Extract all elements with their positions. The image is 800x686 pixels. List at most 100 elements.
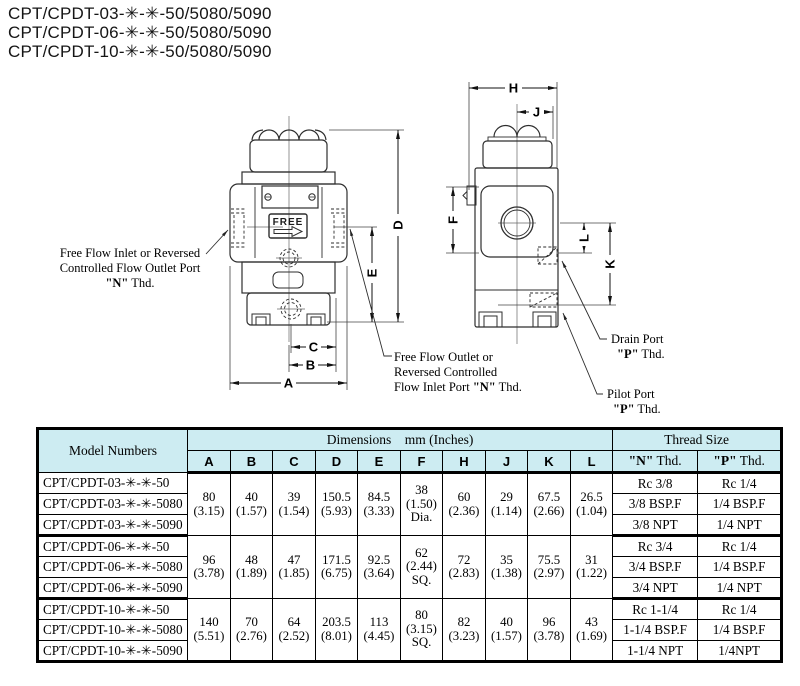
nameplate xyxy=(261,185,319,209)
svg-text:"P" Thd.: "P" Thd. xyxy=(617,347,665,361)
svg-text:Free Flow Outlet or: Free Flow Outlet or xyxy=(394,350,494,364)
header-dimensions: Dimensions mm (Inches) xyxy=(186,428,614,451)
dim-value-cell: 48(1.89) xyxy=(230,535,273,599)
dim-value-cell: 47(1.85) xyxy=(272,535,316,599)
header-col-e: E xyxy=(357,450,401,474)
callout-inlet-port: Free Flow Inlet or Reversed Controlled F… xyxy=(60,246,201,290)
model-cell: CPT/CPDT-03-✳-✳-5090 xyxy=(37,514,188,537)
leader-arrow xyxy=(562,312,603,395)
header-col-h: H xyxy=(442,450,486,474)
dim-value-cell: 62(2.44)SQ. xyxy=(400,535,443,599)
dim-value-cell: 40(1.57) xyxy=(230,472,273,536)
thread-p-cell: Rc 1/4 xyxy=(697,535,783,557)
svg-text:"N" Thd.: "N" Thd. xyxy=(105,276,154,290)
model-cell: CPT/CPDT-10-✳-✳-5090 xyxy=(37,640,188,662)
header-col-a: A xyxy=(187,450,231,474)
port-hidden-circle xyxy=(280,298,302,320)
model-cell: CPT/CPDT-10-✳-✳-5080 xyxy=(37,619,188,641)
model-cell: CPT/CPDT-06-✳-✳-50 xyxy=(37,535,188,557)
model-cell: CPT/CPDT-03-✳-✳-50 xyxy=(37,472,188,494)
table-row: CPT/CPDT-06-✳-✳-5090 3/4 NPT 1/4 NPT xyxy=(37,577,783,600)
thread-p-cell: 1/4 BSP.F xyxy=(697,493,783,515)
thread-p-cell: 1/4 BSP.F xyxy=(697,556,783,578)
dimensions-table: Model Numbers Dimensions mm (Inches) Thr… xyxy=(36,427,784,663)
header-model-numbers: Model Numbers xyxy=(37,428,188,473)
thread-p-cell: 1/4 NPT xyxy=(697,577,783,600)
callout-outlet-port: Free Flow Outlet or Reversed Controlled … xyxy=(394,350,522,394)
leader-arrow xyxy=(349,228,392,357)
leader-arrow xyxy=(561,260,607,340)
dim-value-cell: 171.5(6.75) xyxy=(315,535,358,599)
table-row: CPT/CPDT-10-✳-✳-5080 1-1/4 BSP.F 1/4 BSP… xyxy=(37,619,783,641)
free-flow-arrow-icon xyxy=(273,225,304,238)
dim-value-cell: 29(1.14) xyxy=(485,472,528,536)
dim-value-cell: 38(1.50)Dia. xyxy=(400,472,443,536)
dim-value-cell: 150.5(5.93) xyxy=(315,472,358,536)
table-row: CPT/CPDT-06-✳-✳-50 96(3.78) 48(1.89) 47(… xyxy=(37,535,783,599)
dim-value-cell: 31(1.22) xyxy=(569,535,614,599)
header-col-l: L xyxy=(569,450,614,474)
header-col-c: C xyxy=(272,450,316,474)
dim-value-cell: 140(5.51) xyxy=(187,598,231,662)
dim-value-cell: 72(2.83) xyxy=(442,535,486,599)
callout-pilot-port: Pilot Port "P" Thd. xyxy=(607,387,661,416)
svg-text:Free Flow Inlet or Reversed: Free Flow Inlet or Reversed xyxy=(60,246,201,260)
table-row: CPT/CPDT-10-✳-✳-5090 1-1/4 NPT 1/4NPT xyxy=(37,640,783,662)
free-label: FREE xyxy=(273,217,304,228)
dim-value-cell: 39(1.54) xyxy=(272,472,316,536)
front-view: FREE xyxy=(60,116,522,394)
dim-value-cell: 92.5(3.64) xyxy=(357,535,401,599)
thread-n-cell: Rc 3/8 xyxy=(612,472,699,494)
thread-p-cell: 1/4 BSP.F xyxy=(697,619,783,641)
dim-value-cell: 70(2.76) xyxy=(230,598,273,662)
dim-label-j: J xyxy=(533,105,540,120)
dim-label-h: H xyxy=(509,81,518,96)
thread-n-cell: 3/8 BSP.F xyxy=(612,493,699,515)
table-row: CPT/CPDT-06-✳-✳-5080 3/4 BSP.F 1/4 BSP.F xyxy=(37,556,783,578)
dim-value-cell: 64(2.52) xyxy=(272,598,316,662)
dim-label-c: C xyxy=(309,340,319,355)
thread-n-cell: 1-1/4 BSP.F xyxy=(612,619,699,641)
thread-n-cell: 3/8 NPT xyxy=(612,514,699,537)
svg-text:Flow Inlet Port "N" Thd.: Flow Inlet Port "N" Thd. xyxy=(394,380,522,394)
dim-label-d: D xyxy=(391,220,406,229)
dim-label-l: L xyxy=(577,234,592,242)
thread-n-cell: Rc 3/4 xyxy=(612,535,699,557)
technical-drawing: FREE xyxy=(60,81,665,417)
hex-nut-top xyxy=(251,129,327,141)
svg-text:Reversed Controlled: Reversed Controlled xyxy=(394,365,498,379)
side-view: H J F L K Drain Port "P" Thd. Pilot Port… xyxy=(445,81,665,416)
dim-value-cell: 43(1.69) xyxy=(569,598,614,662)
model-cell: CPT/CPDT-10-✳-✳-50 xyxy=(37,598,188,620)
header-col-d: D xyxy=(315,450,358,474)
model-cell: CPT/CPDT-03-✳-✳-5080 xyxy=(37,493,188,515)
side-port-hidden xyxy=(331,208,346,248)
dim-value-cell: 84.5(3.33) xyxy=(357,472,401,536)
thread-p-cell: Rc 1/4 xyxy=(697,472,783,494)
header-col-k: K xyxy=(527,450,571,474)
dim-label-a: A xyxy=(284,376,294,391)
dim-value-cell: 67.5(2.66) xyxy=(527,472,571,536)
dim-value-cell: 26.5(1.04) xyxy=(569,472,614,536)
dim-value-cell: 113(4.45) xyxy=(357,598,401,662)
callout-drain-port: Drain Port "P" Thd. xyxy=(611,332,665,361)
header-col-j: J xyxy=(485,450,528,474)
dim-value-cell: 60(2.36) xyxy=(442,472,486,536)
dim-value-cell: 82(3.23) xyxy=(442,598,486,662)
header-n-thd: "N" Thd. xyxy=(612,450,699,474)
header-p-thd: "P" Thd. xyxy=(697,450,783,474)
leader-arrow xyxy=(205,229,229,255)
title-block: CPT/CPDT-03-✳-✳-50/5080/5090 CPT/CPDT-06… xyxy=(8,4,272,61)
table-row: CPT/CPDT-10-✳-✳-50 140(5.51) 70(2.76) 64… xyxy=(37,598,783,662)
svg-text:Controlled Flow Outlet Port: Controlled Flow Outlet Port xyxy=(60,261,201,275)
pilot-port-hidden xyxy=(529,292,558,308)
dim-value-cell: 203.5(8.01) xyxy=(315,598,358,662)
thread-p-cell: Rc 1/4 xyxy=(697,598,783,620)
thread-n-cell: 1-1/4 NPT xyxy=(612,640,699,662)
table-row: CPT/CPDT-03-✳-✳-50 80(3.15) 40(1.57) 39(… xyxy=(37,472,783,536)
dim-value-cell: 35(1.38) xyxy=(485,535,528,599)
dim-label-b: B xyxy=(306,358,315,373)
header-col-b: B xyxy=(230,450,273,474)
free-flow-plate xyxy=(268,213,308,239)
